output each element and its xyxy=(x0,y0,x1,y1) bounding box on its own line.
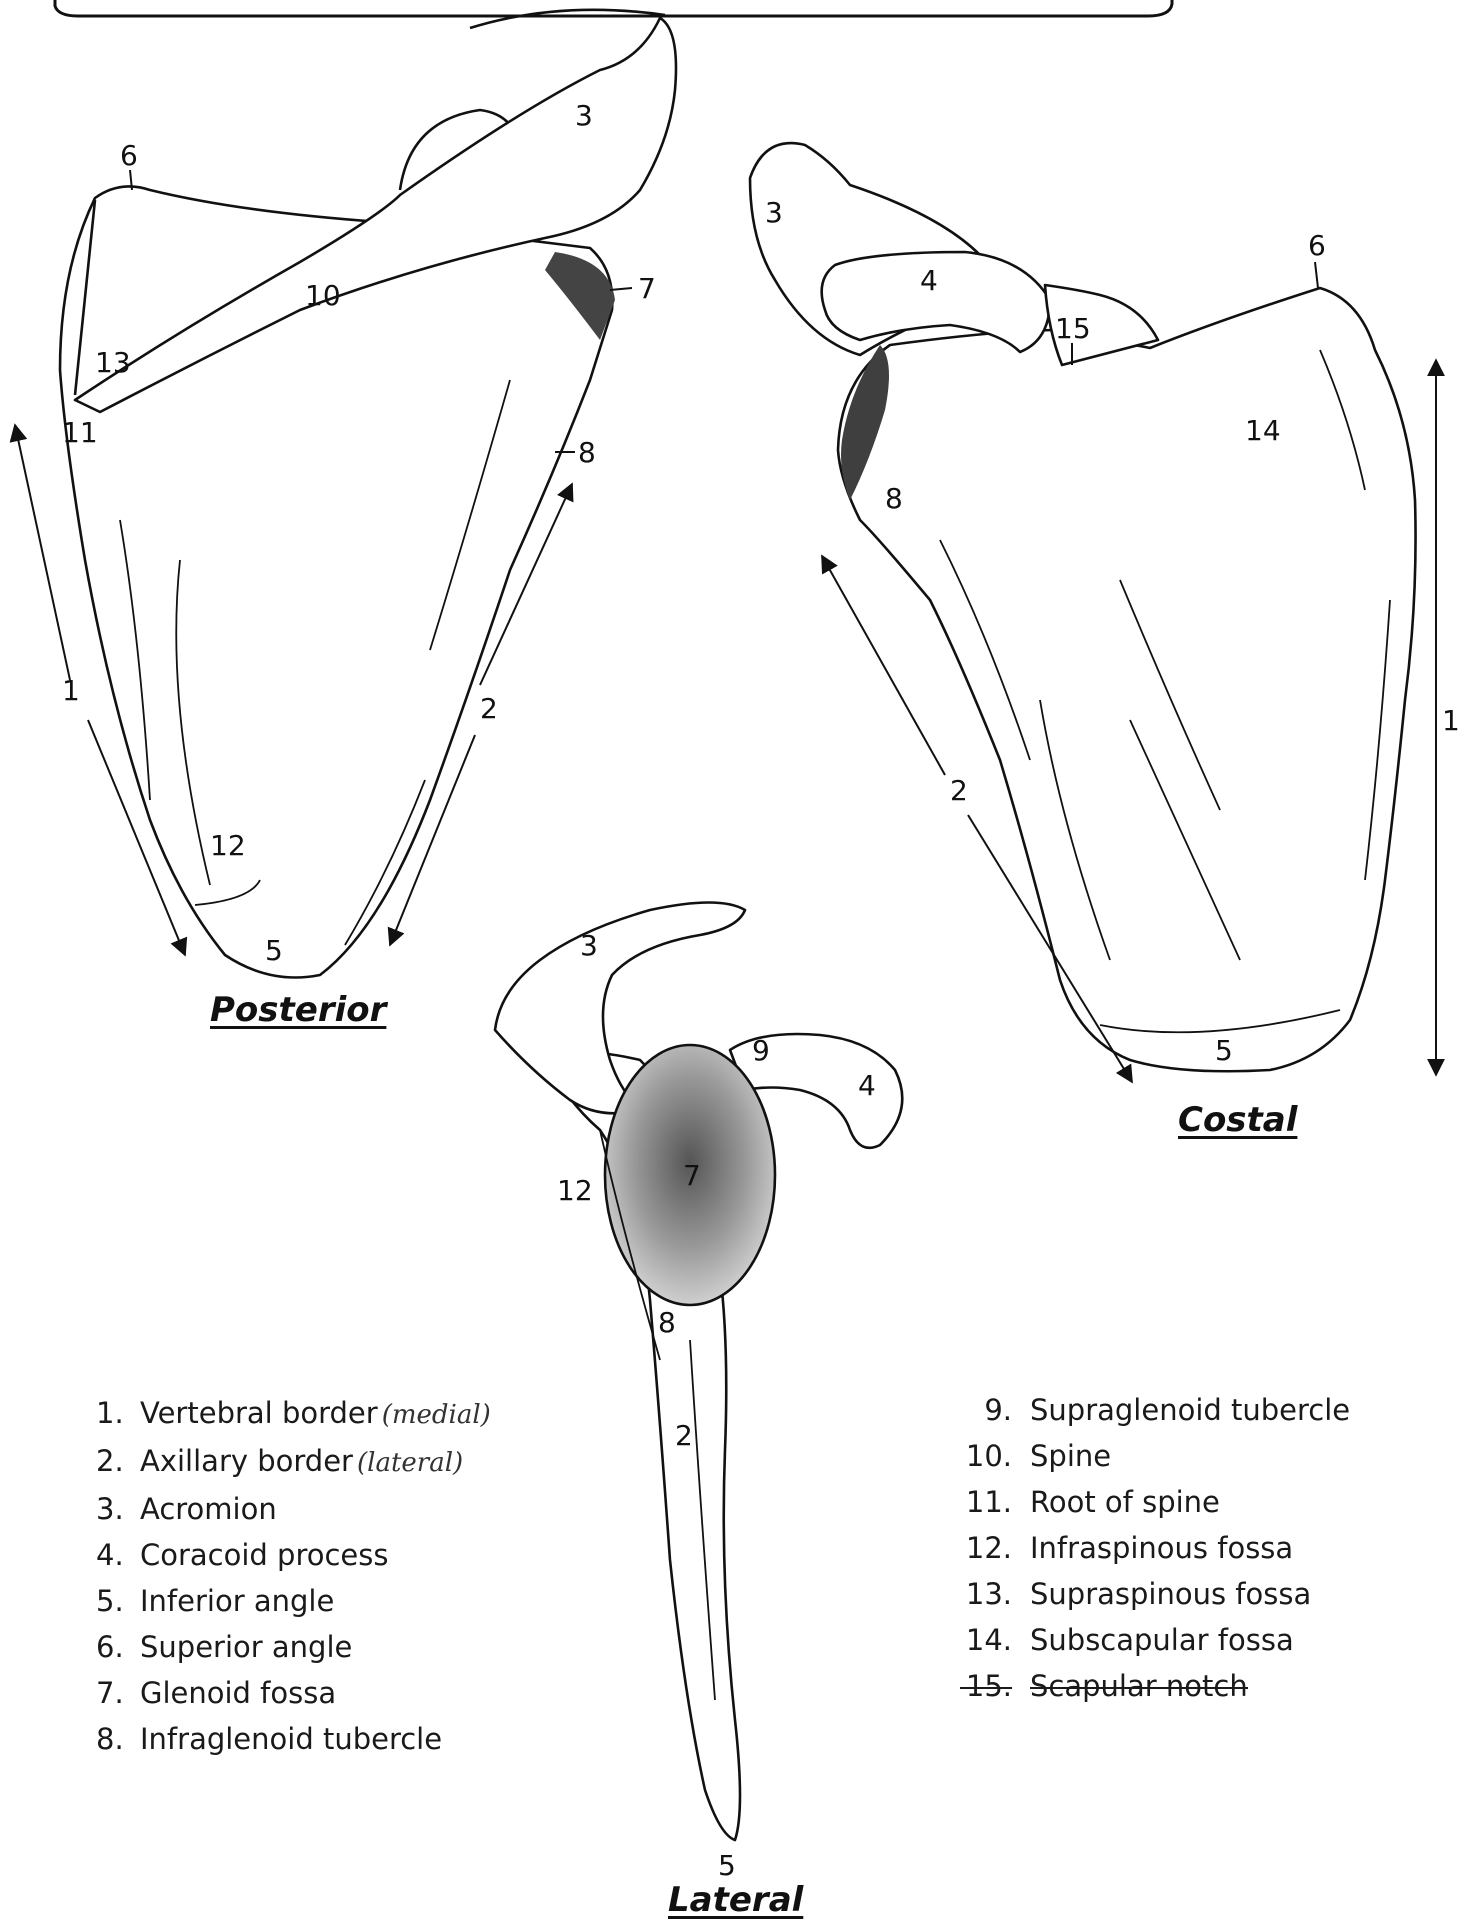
legend-item: 9. Supraglenoid tubercle xyxy=(960,1387,1350,1433)
posterior-num-13: 13 xyxy=(95,346,131,379)
costal-view-label: Costal xyxy=(1178,1100,1297,1140)
lateral-num-4: 4 xyxy=(858,1069,876,1102)
costal-scapula-outline xyxy=(838,288,1416,1071)
legend-item-number: 4. xyxy=(96,1532,122,1578)
legend-item-number: 5. xyxy=(96,1578,122,1624)
posterior-num-7: 7 xyxy=(638,272,656,305)
legend-item: 5. Inferior angle xyxy=(96,1578,491,1624)
posterior-leader-7 xyxy=(610,288,632,290)
legend-item-handwritten-note: (lateral) xyxy=(357,1448,463,1478)
legend-right: 9. Supraglenoid tubercle 10. Spine 11. Root o… xyxy=(960,1387,1350,1709)
legend-item: 6. Superior angle xyxy=(96,1624,491,1670)
posterior-num-5: 5 xyxy=(265,934,283,967)
costal-num-5: 5 xyxy=(1215,1034,1233,1067)
costal-num-15: 15 xyxy=(1055,312,1091,345)
legend-item: 15. Scapular notch xyxy=(960,1663,1350,1709)
posterior-num-8: 8 xyxy=(578,436,596,469)
legend-item-label: Scapular notch xyxy=(1030,1669,1248,1703)
legend-left: 1. Vertebral border(medial) 2. Axillary bor… xyxy=(96,1390,491,1762)
lateral-num-2: 2 xyxy=(675,1419,693,1452)
costal-num-1: 1 xyxy=(1442,704,1460,737)
legend-item-number: 15. xyxy=(960,1663,1012,1709)
legend-item: 11. Root of spine xyxy=(960,1479,1350,1525)
legend-item: 12. Infraspinous fossa xyxy=(960,1525,1350,1571)
legend-item-label: Acromion xyxy=(140,1492,277,1526)
legend-item: 8. Infraglenoid tubercle xyxy=(96,1716,491,1762)
legend-item-label: Spine xyxy=(1030,1439,1111,1473)
legend-item: 1. Vertebral border(medial) xyxy=(96,1390,491,1438)
legend-item-number: 13. xyxy=(960,1571,1012,1617)
posterior-num-12: 12 xyxy=(210,829,246,862)
legend-item: 10. Spine xyxy=(960,1433,1350,1479)
legend-item-label: Supraglenoid tubercle xyxy=(1030,1393,1350,1427)
lateral-num-12: 12 xyxy=(557,1174,593,1207)
costal-num-4: 4 xyxy=(920,264,938,297)
legend-item-label: Infraglenoid tubercle xyxy=(140,1722,442,1756)
legend-item-number: 2. xyxy=(96,1438,122,1484)
legend-item-number: 9. xyxy=(960,1387,1012,1433)
legend-item: 3. Acromion xyxy=(96,1486,491,1532)
lateral-num-9: 9 xyxy=(752,1034,770,1067)
legend-item: 13. Supraspinous fossa xyxy=(960,1571,1350,1617)
costal-num-3: 3 xyxy=(765,196,783,229)
posterior-num-10: 10 xyxy=(305,279,341,312)
costal-leader-6 xyxy=(1315,262,1318,288)
posterior-view-label: Posterior xyxy=(210,990,386,1030)
legend-item-label: Coracoid process xyxy=(140,1538,389,1572)
lateral-view-label: Lateral xyxy=(668,1880,803,1920)
posterior-num-1: 1 xyxy=(62,674,80,707)
legend-item-label: Infraspinous fossa xyxy=(1030,1531,1293,1565)
lateral-view xyxy=(495,903,902,1841)
legend-item-label: Vertebral border xyxy=(140,1396,378,1430)
lateral-num-7: 7 xyxy=(683,1159,701,1192)
legend-item-number: 12. xyxy=(960,1525,1012,1571)
legend-item-label: Axillary border xyxy=(140,1444,353,1478)
legend-item-label: Inferior angle xyxy=(140,1584,334,1618)
legend-item-label: Subscapular fossa xyxy=(1030,1623,1294,1657)
legend-item-label: Root of spine xyxy=(1030,1485,1220,1519)
posterior-acromion-ridge xyxy=(470,10,665,28)
costal-num-14: 14 xyxy=(1245,414,1281,447)
legend-item-number: 10. xyxy=(960,1433,1012,1479)
legend-item-number: 6. xyxy=(96,1624,122,1670)
legend-item-number: 1. xyxy=(96,1390,122,1436)
posterior-num-2: 2 xyxy=(480,692,498,725)
posterior-num-6: 6 xyxy=(120,139,138,172)
legend-item: 2. Axillary border(lateral) xyxy=(96,1438,491,1486)
legend-item-label: Superior angle xyxy=(140,1630,352,1664)
legend-item: 7. Glenoid fossa xyxy=(96,1670,491,1716)
legend-item-label: Supraspinous fossa xyxy=(1030,1577,1311,1611)
legend-item-number: 3. xyxy=(96,1486,122,1532)
costal-num-8: 8 xyxy=(885,482,903,515)
lateral-num-5: 5 xyxy=(718,1849,736,1882)
legend-item-number: 14. xyxy=(960,1617,1012,1663)
legend-item-number: 11. xyxy=(960,1479,1012,1525)
legend-item-number: 7. xyxy=(96,1670,122,1716)
frame-border xyxy=(55,0,1172,16)
lateral-num-8: 8 xyxy=(658,1306,676,1339)
legend-item-label: Glenoid fossa xyxy=(140,1676,336,1710)
legend-item-handwritten-note: (medial) xyxy=(382,1400,491,1430)
legend-item: 4. Coracoid process xyxy=(96,1532,491,1578)
posterior-num-11: 11 xyxy=(62,416,98,449)
posterior-num-3: 3 xyxy=(575,99,593,132)
legend-item: 14. Subscapular fossa xyxy=(960,1617,1350,1663)
costal-num-2: 2 xyxy=(950,774,968,807)
costal-num-6: 6 xyxy=(1308,229,1326,262)
legend-item-number: 8. xyxy=(96,1716,122,1762)
lateral-num-3: 3 xyxy=(580,929,598,962)
posterior-arrow-1-upper xyxy=(15,425,70,680)
posterior-view xyxy=(60,10,676,978)
